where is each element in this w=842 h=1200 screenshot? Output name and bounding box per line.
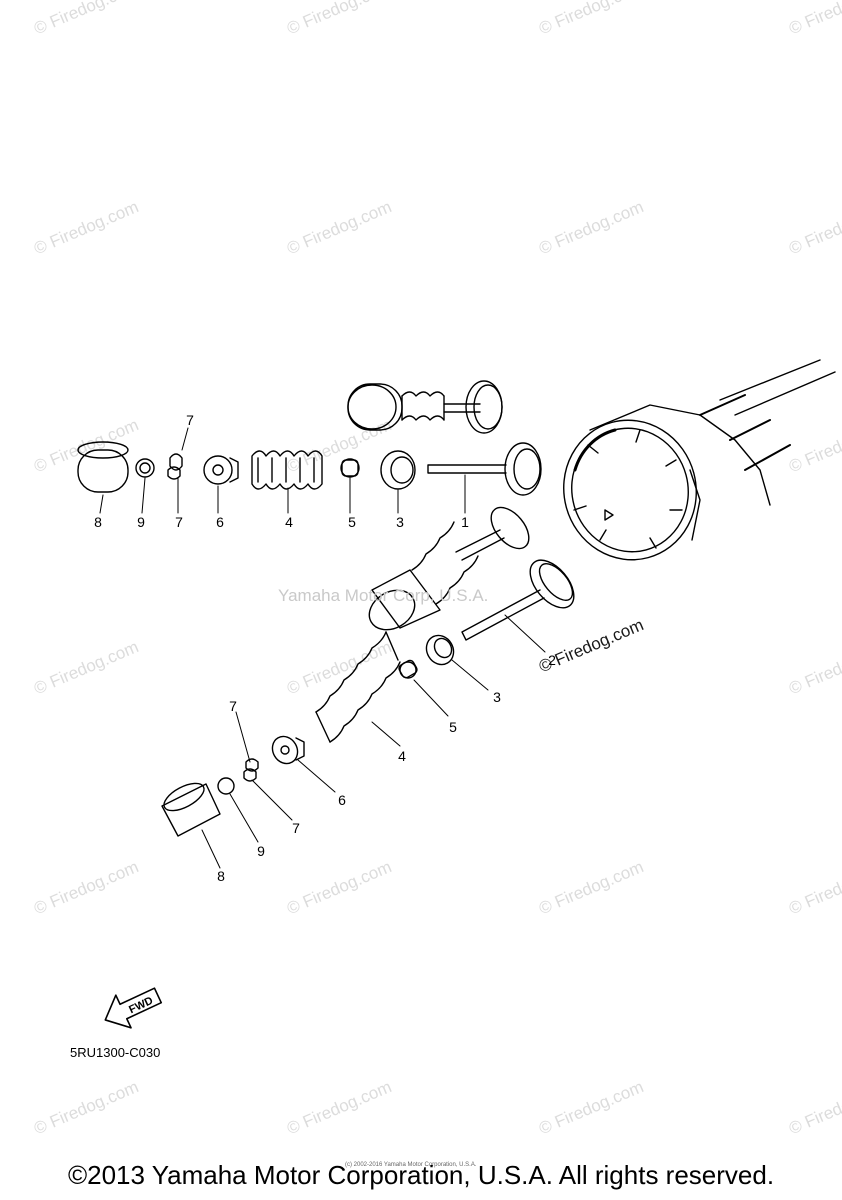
part-label-4: 4 [398, 748, 406, 764]
part-label-4: 4 [285, 514, 293, 530]
part-label-9: 9 [257, 843, 265, 859]
part-label-5: 5 [348, 514, 356, 530]
piston-drawing [563, 359, 836, 561]
part-label-3: 3 [396, 514, 404, 530]
part-label-7: 7 [229, 698, 237, 714]
upper-valve-assembly [347, 380, 503, 434]
part-label-6: 6 [338, 792, 346, 808]
part-label-5: 5 [449, 719, 457, 735]
part-label-6: 6 [216, 514, 224, 530]
tiny-notice: (c) 2002-2016 Yamaha Motor Corporation, … [345, 1162, 477, 1168]
part-label-7: 7 [292, 820, 300, 836]
leader-lines [99, 427, 546, 869]
part-label-8: 8 [94, 514, 102, 530]
part-label-9: 9 [137, 514, 145, 530]
middle-valve-assembly [368, 506, 530, 631]
fwd-arrow-icon: FWD [104, 987, 163, 1029]
part-label-3: 3 [493, 689, 501, 705]
fwd-label: FWD [127, 995, 155, 1016]
diagram-code: 5RU1300-C030 [70, 1045, 161, 1060]
part-label-7: 7 [186, 412, 194, 428]
center-watermark: Yamaha Motor Corp, U.S.A. [278, 586, 489, 605]
row2-parts [161, 631, 455, 837]
row1-parts [77, 441, 542, 496]
part-label-2: 2 [548, 652, 556, 668]
part-label-1: 1 [461, 514, 469, 530]
part-label-7: 7 [175, 514, 183, 530]
exhaust-valve [461, 559, 575, 641]
copyright-notice: ©2013 Yamaha Motor Corporation, U.S.A. A… [67, 1160, 775, 1190]
part-label-8: 8 [217, 868, 225, 884]
